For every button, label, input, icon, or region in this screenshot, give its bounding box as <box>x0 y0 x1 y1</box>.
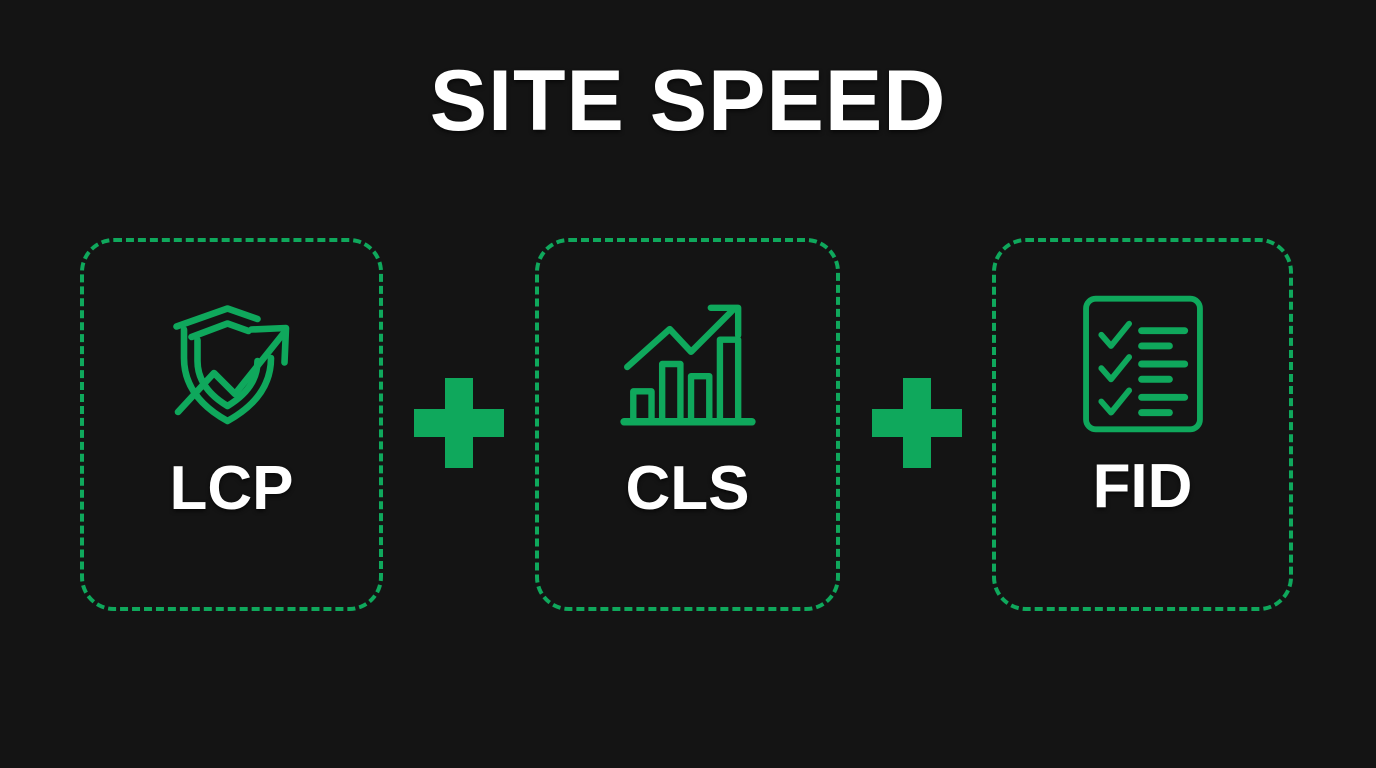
checklist-icon <box>1073 286 1213 442</box>
metric-card-cls[interactable]: CLS <box>535 238 840 611</box>
metric-label-lcp: LCP <box>169 454 294 523</box>
metric-label-fid: FID <box>1092 452 1193 521</box>
metric-label-cls: CLS <box>625 454 750 523</box>
plus-separator-icon <box>414 378 504 468</box>
bar-chart-growth-icon <box>612 284 764 444</box>
metric-card-lcp[interactable]: LCP <box>80 238 383 611</box>
page-title: SITE SPEED <box>429 53 947 149</box>
metrics-row: LCP CLS <box>0 238 1376 613</box>
metric-card-fid[interactable]: FID <box>992 238 1293 611</box>
plus-separator-icon <box>872 378 962 468</box>
shield-trending-arrow-icon <box>157 284 307 444</box>
